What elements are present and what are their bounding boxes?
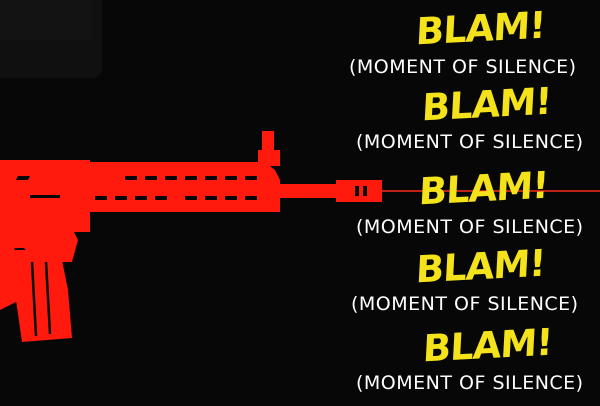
moment-of-silence-caption: (MOMENT OF SILENCE) bbox=[356, 131, 584, 153]
blam-text: BLAM! bbox=[417, 163, 550, 214]
blam-text: BLAM! bbox=[414, 3, 547, 54]
moment-of-silence-caption: (MOMENT OF SILENCE) bbox=[349, 56, 577, 78]
rifle-body bbox=[0, 131, 382, 342]
moment-of-silence-caption: (MOMENT OF SILENCE) bbox=[356, 372, 584, 394]
moment-of-silence-caption: (MOMENT OF SILENCE) bbox=[356, 216, 584, 238]
moment-of-silence-caption: (MOMENT OF SILENCE) bbox=[351, 293, 579, 315]
magazine-ribs bbox=[30, 261, 52, 337]
dark-corner-shape-top bbox=[0, 0, 92, 40]
blam-text: BLAM! bbox=[420, 79, 553, 130]
blam-text: BLAM! bbox=[414, 241, 547, 292]
handguard-vents bbox=[16, 176, 367, 200]
blam-text: BLAM! bbox=[421, 320, 554, 371]
